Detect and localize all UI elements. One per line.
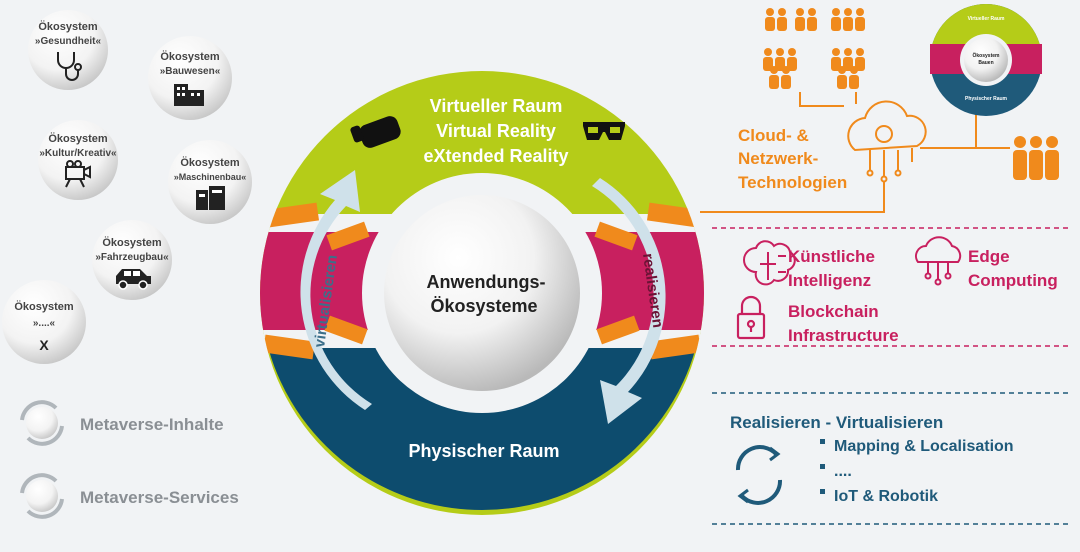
ecosystem-label: Ökosystem	[48, 132, 108, 145]
ecosystem-name: »Maschinenbau«	[174, 172, 247, 182]
ecosystem-extra: X	[39, 337, 49, 353]
mini-center-line1: Ökosystem	[973, 52, 1001, 59]
person-icon	[765, 8, 865, 31]
realize-item: IoT & Robotik	[834, 488, 938, 505]
cloud-label-line1: Cloud- &	[738, 126, 809, 145]
virtual-space-label: Virtueller Raum	[430, 96, 563, 116]
ecosystem-kultur[interactable]: Ökosystem »Kultur/Kreativ«	[38, 120, 118, 200]
mini-bottom-label: Physischer Raum	[965, 96, 1008, 102]
extended-reality-label: eXtended Reality	[423, 146, 568, 166]
cloud-label-line3: Technologien	[738, 173, 847, 192]
ecosystem-fahrzeugbau[interactable]: Ökosystem »Fahrzeugbau«	[92, 220, 172, 300]
ecosystem-label: Ökosystem	[160, 50, 220, 63]
physical-space-label: Physischer Raum	[408, 441, 559, 461]
people-group-right	[1013, 136, 1059, 180]
edge-label-line1: Edge	[968, 247, 1010, 266]
center-label-line1: Anwendungs-	[427, 272, 546, 292]
realize-title: Realisieren - Virtualisieren	[730, 413, 943, 432]
legend-content-label: Metaverse-Inhalte	[80, 415, 224, 434]
mini-diagram: Virtueller Raum Ökosystem Bauen Physisch…	[930, 4, 1042, 116]
ecosystem-name: »Kultur/Kreativ«	[39, 148, 117, 159]
mini-top-label: Virtueller Raum	[968, 16, 1005, 22]
ai-label-line1: Künstliche	[788, 247, 875, 266]
ai-label-line2: Intelligenz	[788, 271, 871, 290]
virtual-reality-label: Virtual Reality	[436, 121, 556, 141]
ecosystem-maschinenbau[interactable]: Ökosystem »Maschinenbau«	[168, 140, 252, 224]
ecosystem-name: »Fahrzeugbau«	[95, 252, 169, 263]
ecosystem-name: »....«	[33, 318, 56, 329]
ecosystem-label: Ökosystem	[102, 236, 162, 249]
ecosystem-label: Ökosystem	[180, 156, 240, 169]
mini-center-line2: Bauen	[978, 60, 993, 66]
edge-label-line2: Computing	[968, 271, 1058, 290]
legend-services-label: Metaverse-Services	[80, 488, 239, 507]
ecosystem-name: »Bauwesen«	[160, 66, 221, 77]
ecosystem-label: Ökosystem	[14, 300, 74, 313]
blockchain-label-line1: Blockchain	[788, 302, 879, 321]
ecosystem-bauwesen[interactable]: Ökosystem »Bauwesen«	[148, 36, 232, 120]
blockchain-label-line2: Infrastructure	[788, 326, 899, 345]
ecosystem-gesundheit[interactable]: Ökosystem »Gesundheit«	[28, 10, 108, 90]
realize-item: ....	[834, 463, 852, 480]
center-label-line2: Ökosysteme	[430, 296, 537, 316]
ecosystem-name: »Gesundheit«	[35, 36, 102, 47]
cloud-label-line2: Netzwerk-	[738, 149, 818, 168]
realize-item: Mapping & Localisation	[834, 438, 1014, 455]
center-sphere	[384, 195, 580, 391]
ecosystem-other[interactable]: Ökosystem »....« X	[2, 280, 86, 364]
ecosystem-label: Ökosystem	[38, 20, 98, 33]
